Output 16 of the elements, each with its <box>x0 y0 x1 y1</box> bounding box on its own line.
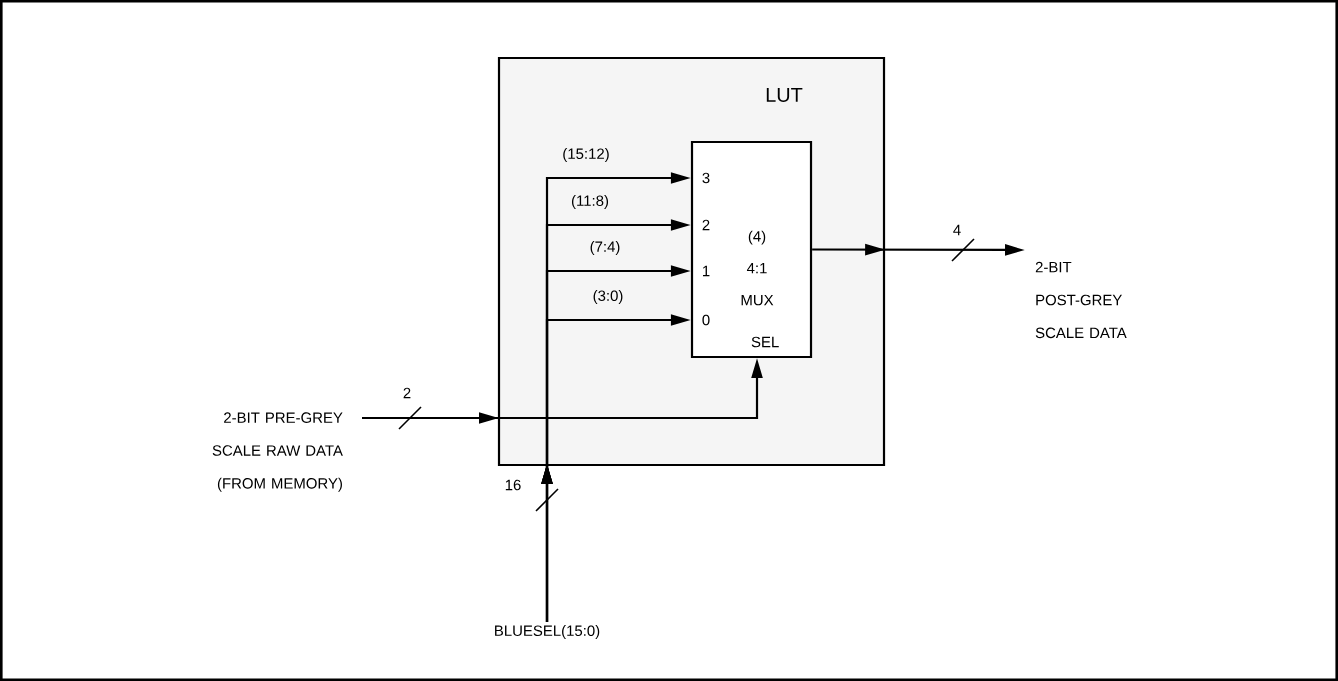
signal-label: 2-BIT POST-GREY SCALE DATA <box>1035 261 1127 339</box>
edge-label: (15:12) <box>561 147 611 163</box>
edge-label: (3:0) <box>591 289 625 305</box>
bus-width-label: 4 <box>951 223 963 237</box>
edge-label: (7:4) <box>588 240 622 256</box>
edge-label: (11:8) <box>570 194 610 210</box>
bus-width-label: 16 <box>505 479 521 491</box>
port-label: 3 <box>702 172 710 184</box>
signal-label: BLUESEL(15:0) <box>495 625 600 639</box>
port-label: 1 <box>703 265 710 277</box>
port-label: 2 <box>702 219 710 231</box>
signal-label: 2-BIT PRE-GREY SCALE RAW DATA (FROM MEMORY) <box>212 412 343 492</box>
port-label: 0 <box>702 314 710 326</box>
mux-label: (4) 4:1 MUX <box>741 230 774 306</box>
bus-width-label: 2 <box>401 386 413 400</box>
select-label: SEL <box>751 336 779 348</box>
